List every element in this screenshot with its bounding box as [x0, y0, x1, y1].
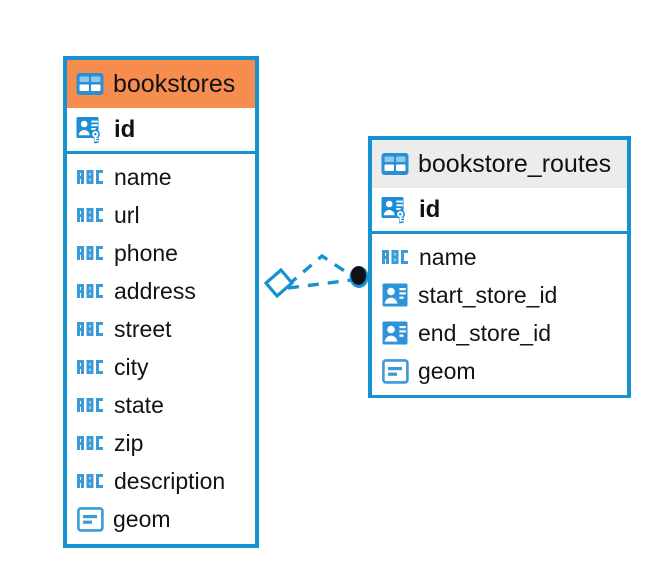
abc-text-icon: [382, 247, 410, 267]
field-label-address: address: [114, 277, 196, 304]
field-row-state[interactable]: state: [67, 386, 255, 424]
field-label-city: city: [114, 353, 149, 380]
field-row-street[interactable]: street: [67, 310, 255, 348]
abc-text-icon: [77, 167, 105, 187]
abc-text-icon: [77, 205, 105, 225]
abc-text-icon: [77, 471, 105, 491]
foreign-key-icon: [382, 282, 409, 308]
entity-bookstores-title: bookstores: [113, 69, 236, 98]
primary-key-icon: [381, 196, 411, 224]
field-row-zip[interactable]: zip: [67, 424, 255, 462]
field-row-phone[interactable]: phone: [67, 234, 255, 272]
field-label-id: id: [419, 195, 441, 223]
entity-bookstore-routes-fields: name start_store_id: [372, 234, 627, 395]
field-label-zip: zip: [114, 429, 144, 456]
field-row-end-store-id[interactable]: end_store_id: [372, 314, 627, 352]
field-row-name[interactable]: name: [67, 158, 255, 196]
abc-text-icon: [77, 433, 105, 453]
abc-text-icon: [77, 357, 105, 377]
field-label-name: name: [114, 163, 172, 190]
entity-bookstore-routes[interactable]: bookstore_routes: [368, 136, 631, 398]
field-label-start-store-id: start_store_id: [418, 281, 558, 308]
entity-bookstores-header[interactable]: bookstores: [67, 60, 255, 108]
table-icon: [381, 152, 409, 176]
primary-key-icon: [76, 116, 106, 144]
field-row-city[interactable]: city: [67, 348, 255, 386]
abc-text-icon: [77, 395, 105, 415]
field-row-geom[interactable]: geom: [372, 352, 627, 390]
field-label-street: street: [114, 315, 172, 342]
filled-circle-marker: [349, 266, 369, 288]
field-label-description: description: [114, 467, 226, 494]
foreign-key-icon: [382, 320, 409, 346]
field-row-address[interactable]: address: [67, 272, 255, 310]
field-label-name: name: [419, 243, 477, 270]
relationship-line-end-store: [287, 278, 353, 290]
geometry-icon: [382, 358, 409, 384]
field-row-url[interactable]: url: [67, 196, 255, 234]
field-row-start-store-id[interactable]: start_store_id: [372, 276, 627, 314]
entity-bookstore-routes-title: bookstore_routes: [418, 149, 612, 178]
field-row-id[interactable]: id: [372, 188, 627, 234]
entity-bookstores[interactable]: bookstores: [63, 56, 259, 548]
field-label-state: state: [114, 391, 164, 418]
field-row-id[interactable]: id: [67, 108, 255, 154]
relationship-line-start-store: [286, 253, 353, 287]
table-icon: [76, 72, 104, 96]
abc-text-icon: [77, 319, 105, 339]
entity-bookstores-fields: name: [67, 154, 255, 543]
field-label-end-store-id: end_store_id: [418, 319, 551, 346]
field-row-geom[interactable]: geom: [67, 500, 255, 538]
field-label-phone: phone: [114, 239, 178, 266]
field-row-description[interactable]: description: [67, 462, 255, 500]
field-label-geom: geom: [113, 505, 171, 532]
field-label-geom: geom: [418, 357, 476, 384]
abc-text-icon: [77, 281, 105, 301]
field-label-id: id: [114, 115, 136, 143]
abc-text-icon: [77, 243, 105, 263]
field-row-name[interactable]: name: [372, 238, 627, 276]
entity-bookstore-routes-header[interactable]: bookstore_routes: [372, 140, 627, 188]
geometry-icon: [77, 506, 104, 532]
field-label-url: url: [114, 201, 140, 228]
rhombus-marker: [263, 267, 295, 299]
